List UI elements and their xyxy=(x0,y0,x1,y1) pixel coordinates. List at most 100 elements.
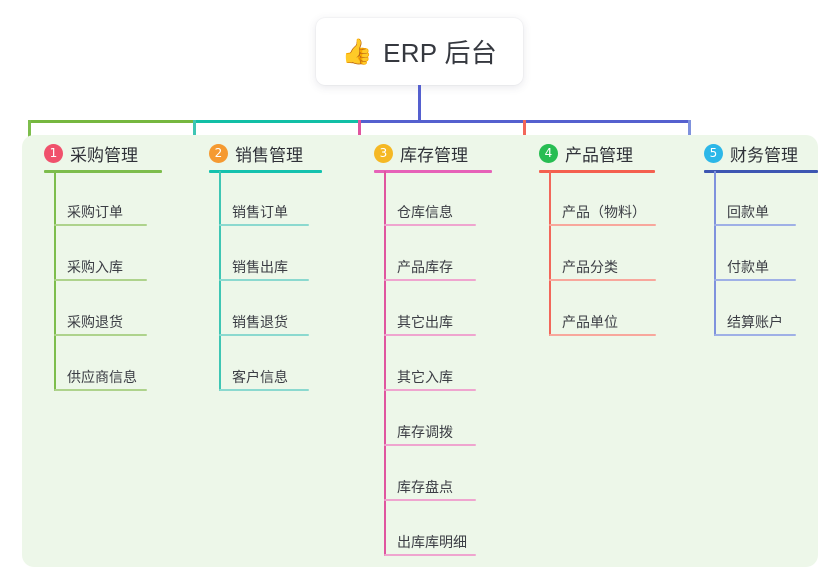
leaf-item-label: 库存调拨 xyxy=(397,424,453,440)
root-title: ERP 后台 xyxy=(383,38,498,68)
leaf-item[interactable]: 采购退货 xyxy=(54,281,147,336)
leaf-item[interactable]: 销售退货 xyxy=(219,281,309,336)
column-spine-5 xyxy=(714,171,716,336)
column-title-5: 财务管理 xyxy=(730,145,798,165)
column-items-3: 仓库信息产品库存其它出库其它入库库存调拨库存盘点出库库明细 xyxy=(384,171,476,556)
leaf-item[interactable]: 结算账户 xyxy=(714,281,798,336)
leaf-item-underline xyxy=(384,279,476,281)
leaf-item-underline xyxy=(384,499,476,501)
leaf-item-underline xyxy=(384,334,476,336)
leaf-item-underline xyxy=(54,389,147,391)
column-spine-2 xyxy=(219,171,221,391)
leaf-item-underline xyxy=(219,279,309,281)
leaf-item-underline xyxy=(549,279,656,281)
column-badge-1: 1 xyxy=(44,143,63,163)
bus-segment-2 xyxy=(193,120,358,123)
column-header-5[interactable]: 5 财务管理 xyxy=(687,135,818,173)
column-header-1[interactable]: 1 采购管理 xyxy=(27,135,162,173)
column-spine-3 xyxy=(384,171,386,556)
leaf-item-underline xyxy=(549,224,656,226)
trunk-connector xyxy=(418,85,421,123)
leaf-item-label: 销售出库 xyxy=(232,259,288,275)
leaf-item-underline xyxy=(384,554,476,556)
leaf-item-underline xyxy=(54,334,147,336)
leaf-item[interactable]: 库存调拨 xyxy=(384,391,476,446)
leaf-item-label: 其它出库 xyxy=(397,314,453,330)
column-badge-3: 3 xyxy=(374,143,393,163)
column-title-1: 采购管理 xyxy=(70,145,138,165)
bus-segment-1 xyxy=(28,120,193,123)
leaf-item[interactable]: 采购入库 xyxy=(54,226,147,281)
leaf-item[interactable]: 其它入库 xyxy=(384,336,476,391)
leaf-item-underline xyxy=(384,444,476,446)
leaf-item[interactable]: 产品库存 xyxy=(384,226,476,281)
leaf-item[interactable]: 采购订单 xyxy=(54,171,147,226)
column-underline-1 xyxy=(44,170,162,173)
column-title-4: 产品管理 xyxy=(565,145,633,165)
leaf-item-underline xyxy=(219,334,309,336)
leaf-item-label: 采购退货 xyxy=(67,314,123,330)
column-title-3: 库存管理 xyxy=(400,145,468,165)
leaf-item[interactable]: 销售出库 xyxy=(219,226,309,281)
leaf-item-label: 供应商信息 xyxy=(67,369,137,385)
column-items-2: 销售订单销售出库销售退货客户信息 xyxy=(219,171,309,391)
column-2: 2 销售管理销售订单销售出库销售退货客户信息 xyxy=(192,135,322,391)
leaf-item[interactable]: 供应商信息 xyxy=(54,336,147,391)
column-spine-4 xyxy=(549,171,551,336)
column-5: 5 财务管理回款单付款单结算账户 xyxy=(687,135,818,336)
column-badge-2: 2 xyxy=(209,143,228,163)
leaf-item[interactable]: 客户信息 xyxy=(219,336,309,391)
column-header-4[interactable]: 4 产品管理 xyxy=(522,135,655,173)
leaf-item-label: 出库库明细 xyxy=(397,534,467,550)
leaf-item-underline xyxy=(714,334,796,336)
leaf-item[interactable]: 库存盘点 xyxy=(384,446,476,501)
leaf-item-underline xyxy=(54,279,147,281)
leaf-item[interactable]: 产品分类 xyxy=(549,226,656,281)
leaf-item[interactable]: 产品（物料） xyxy=(549,171,656,226)
leaf-item-label: 采购入库 xyxy=(67,259,123,275)
leaf-item-label: 库存盘点 xyxy=(397,479,453,495)
leaf-item-label: 付款单 xyxy=(727,259,769,275)
leaf-item-label: 销售退货 xyxy=(232,314,288,330)
column-header-2[interactable]: 2 销售管理 xyxy=(192,135,322,173)
leaf-item-underline xyxy=(384,224,476,226)
column-title-2: 销售管理 xyxy=(235,145,303,165)
leaf-item-underline xyxy=(714,224,796,226)
leaf-item[interactable]: 仓库信息 xyxy=(384,171,476,226)
root-node-card[interactable]: 👍 ERP 后台 xyxy=(316,18,523,85)
leaf-item-label: 采购订单 xyxy=(67,204,123,220)
column-items-5: 回款单付款单结算账户 xyxy=(714,171,798,336)
diagram-panel: 1 采购管理采购订单采购入库采购退货供应商信息 2 销售管理销售订单销售出库销售退货客… xyxy=(22,135,818,567)
thumbs-up-icon: 👍 xyxy=(341,38,374,66)
column-badge-5: 5 xyxy=(704,143,723,163)
leaf-item[interactable]: 销售订单 xyxy=(219,171,309,226)
column-underline-4 xyxy=(539,170,655,173)
leaf-item-label: 产品分类 xyxy=(562,259,618,275)
leaf-item-label: 产品单位 xyxy=(562,314,618,330)
leaf-item-label: 结算账户 xyxy=(727,314,783,330)
leaf-item[interactable]: 其它出库 xyxy=(384,281,476,336)
leaf-item[interactable]: 付款单 xyxy=(714,226,798,281)
column-spine-1 xyxy=(54,171,56,391)
column-underline-2 xyxy=(209,170,322,173)
leaf-item[interactable]: 出库库明细 xyxy=(384,501,476,556)
column-underline-3 xyxy=(374,170,492,173)
column-items-1: 采购订单采购入库采购退货供应商信息 xyxy=(54,171,147,391)
leaf-item-underline xyxy=(219,389,309,391)
leaf-item-underline xyxy=(384,389,476,391)
leaf-item-underline xyxy=(219,224,309,226)
leaf-item-label: 其它入库 xyxy=(397,369,453,385)
leaf-item[interactable]: 产品单位 xyxy=(549,281,656,336)
leaf-item-label: 销售订单 xyxy=(232,204,288,220)
column-badge-4: 4 xyxy=(539,143,558,163)
leaf-item-underline xyxy=(714,279,796,281)
column-3: 3 库存管理仓库信息产品库存其它出库其它入库库存调拨库存盘点出库库明细 xyxy=(357,135,492,556)
column-header-3[interactable]: 3 库存管理 xyxy=(357,135,492,173)
leaf-item-label: 产品库存 xyxy=(397,259,453,275)
leaf-item-underline xyxy=(54,224,147,226)
leaf-item-label: 客户信息 xyxy=(232,369,288,385)
leaf-item[interactable]: 回款单 xyxy=(714,171,798,226)
column-items-4: 产品（物料） 产品分类产品单位 xyxy=(549,171,656,336)
column-4: 4 产品管理产品（物料） 产品分类产品单位 xyxy=(522,135,656,336)
leaf-item-label: 产品（物料） xyxy=(562,204,646,220)
